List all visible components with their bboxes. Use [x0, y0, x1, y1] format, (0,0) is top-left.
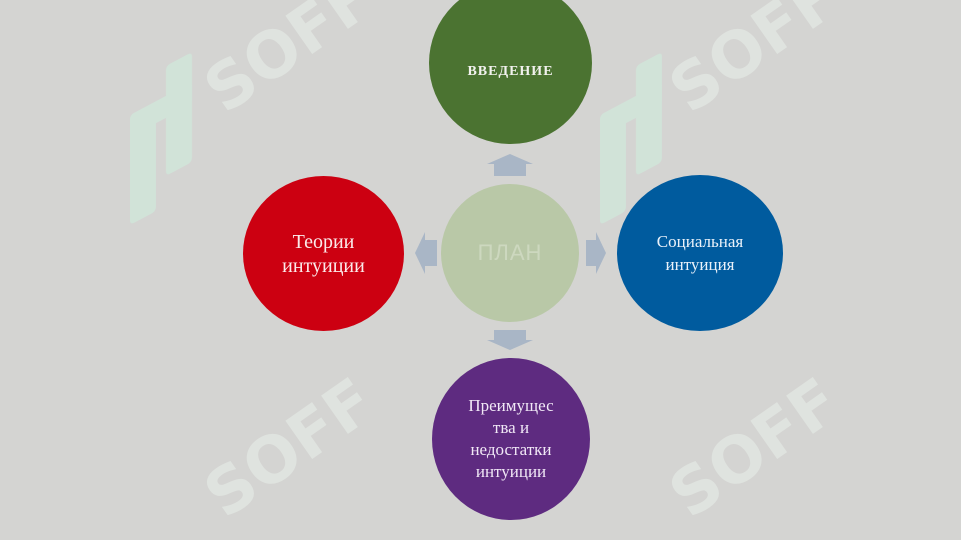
theories-circle: Теории интуиции — [243, 176, 404, 331]
arrow-down-icon — [487, 330, 533, 350]
pros-cons-circle: Преимущес тва и недостатки интуиции — [432, 358, 590, 520]
arrow-right-icon — [586, 232, 606, 274]
intro-circle: ВВЕДЕНИЕ — [429, 0, 592, 144]
arrow-up-icon — [487, 154, 533, 176]
plan-label: ПЛАН — [477, 240, 543, 265]
social-intuition-circle: Социальная интуиция — [617, 175, 783, 331]
intro-label: ВВЕДЕНИЕ — [467, 64, 554, 79]
pros-cons-label: Преимущес тва и недостатки интуиции — [468, 396, 554, 481]
social-intuition-label: Социальная интуиция — [656, 232, 744, 274]
theories-label: Теории интуиции — [282, 230, 365, 277]
plan-center-circle: ПЛАН — [441, 184, 579, 322]
arrow-left-icon — [415, 232, 437, 274]
